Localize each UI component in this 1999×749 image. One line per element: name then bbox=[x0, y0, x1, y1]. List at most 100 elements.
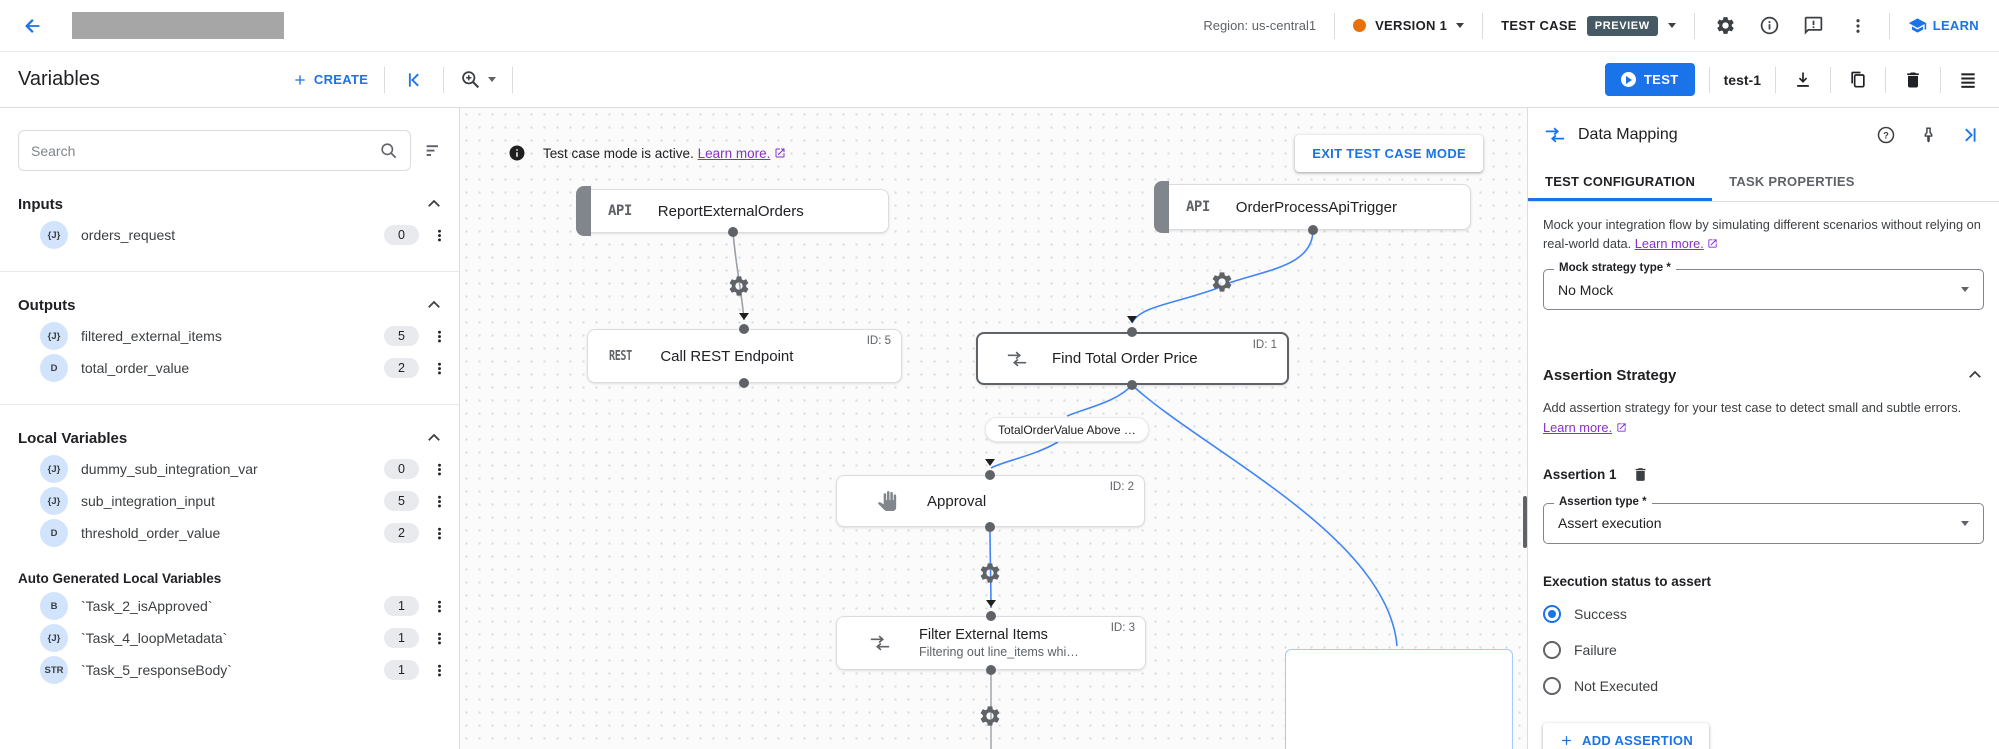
chevron-up-icon[interactable] bbox=[1966, 366, 1984, 384]
version-selector[interactable]: VERSION 1 bbox=[1353, 18, 1465, 33]
add-assertion-button[interactable]: ADD ASSERTION bbox=[1543, 722, 1710, 749]
test-case-selector[interactable]: TEST CASE PREVIEW bbox=[1501, 15, 1676, 36]
connector-dot[interactable] bbox=[1127, 380, 1137, 390]
tab-test-configuration[interactable]: TEST CONFIGURATION bbox=[1528, 162, 1713, 201]
variable-row[interactable]: {J} filtered_external_items 5 bbox=[0, 320, 459, 352]
info-icon bbox=[509, 145, 525, 161]
chevron-up-icon[interactable] bbox=[425, 296, 443, 314]
learn-button[interactable]: LEARN bbox=[1908, 16, 1979, 35]
connector-dot[interactable] bbox=[986, 665, 996, 675]
node-placeholder-frame[interactable] bbox=[1285, 649, 1513, 749]
connector-dot[interactable] bbox=[986, 611, 996, 621]
variable-row[interactable]: B `Task_2_isApproved` 1 bbox=[0, 590, 459, 622]
assertion-learn-more-link[interactable]: Learn more. bbox=[1543, 420, 1612, 436]
zoom-control[interactable] bbox=[460, 69, 497, 90]
delete-button[interactable] bbox=[1900, 67, 1926, 93]
divider bbox=[1830, 66, 1831, 93]
connector-dot[interactable] bbox=[985, 470, 995, 480]
sort-icon[interactable] bbox=[424, 140, 445, 161]
radio-option-failure[interactable]: Failure bbox=[1543, 639, 1984, 661]
back-button[interactable] bbox=[20, 13, 46, 39]
node-approval[interactable]: Approval ID: 2 bbox=[836, 475, 1145, 527]
info-button[interactable] bbox=[1757, 13, 1783, 39]
feedback-button[interactable] bbox=[1801, 13, 1827, 39]
connector-dot[interactable] bbox=[739, 324, 749, 334]
connector-dot[interactable] bbox=[728, 227, 738, 237]
connector-dot[interactable] bbox=[1308, 225, 1318, 235]
connector-dot[interactable] bbox=[1127, 327, 1137, 337]
radio-button[interactable] bbox=[1543, 640, 1561, 659]
variable-menu-button[interactable] bbox=[431, 462, 447, 477]
node-title: Call REST Endpoint bbox=[660, 347, 794, 365]
mock-strategy-select[interactable]: Mock strategy type * No Mock bbox=[1543, 262, 1984, 311]
node-title: ReportExternalOrders bbox=[657, 202, 804, 220]
chevron-up-icon[interactable] bbox=[425, 195, 443, 213]
exit-test-case-mode-button[interactable]: EXIT TEST CASE MODE bbox=[1295, 135, 1483, 172]
settings-button[interactable] bbox=[1713, 13, 1739, 39]
mock-learn-more-link[interactable]: Learn more. bbox=[1634, 236, 1704, 252]
variable-menu-button[interactable] bbox=[431, 526, 447, 541]
edge-settings-gear-icon[interactable] bbox=[727, 274, 751, 298]
divider bbox=[512, 66, 514, 93]
chevron-up-icon[interactable] bbox=[425, 429, 443, 447]
variable-name: `Task_2_isApproved` bbox=[81, 598, 213, 614]
help-button[interactable]: ? bbox=[1873, 122, 1899, 148]
collapse-panel-button[interactable] bbox=[401, 67, 427, 93]
node-filter-external-items[interactable]: Filter External Items Filtering out line… bbox=[836, 616, 1146, 670]
create-variable-button[interactable]: CREATE bbox=[292, 72, 368, 88]
edge-settings-gear-icon[interactable] bbox=[978, 561, 1002, 585]
collapse-left-icon bbox=[409, 72, 420, 87]
variable-row[interactable]: {J} sub_integration_input 5 bbox=[0, 485, 459, 517]
variable-menu-button[interactable] bbox=[431, 329, 447, 344]
variable-menu-button[interactable] bbox=[431, 361, 447, 376]
svg-text:?: ? bbox=[1883, 130, 1889, 140]
edge-settings-gear-icon[interactable] bbox=[978, 704, 1002, 728]
node-find-total-order-price[interactable]: Find Total Order Price ID: 1 bbox=[976, 332, 1289, 385]
variable-row[interactable]: {J} orders_request 0 bbox=[0, 219, 459, 251]
search-input[interactable] bbox=[31, 142, 379, 159]
variable-row[interactable]: {J} dummy_sub_integration_var 0 bbox=[0, 453, 459, 485]
usage-count-badge: 5 bbox=[384, 326, 419, 346]
variable-menu-button[interactable] bbox=[431, 631, 447, 646]
variable-row[interactable]: D total_order_value 2 bbox=[0, 352, 459, 384]
radio-option-not-executed[interactable]: Not Executed bbox=[1543, 675, 1984, 697]
mock-strategy-label: Mock strategy type * bbox=[1554, 262, 1676, 275]
canvas-scrollbar-thumb[interactable] bbox=[1523, 496, 1527, 548]
tab-task-properties[interactable]: TASK PROPERTIES bbox=[1729, 173, 1855, 189]
variable-menu-button[interactable] bbox=[431, 663, 447, 678]
variable-row[interactable]: D threshold_order_value 2 bbox=[0, 517, 459, 549]
variable-row[interactable]: STR `Task_5_responseBody` 1 bbox=[0, 654, 459, 686]
test-button[interactable]: TEST bbox=[1604, 63, 1695, 96]
radio-label: Success bbox=[1574, 605, 1627, 622]
download-button[interactable] bbox=[1790, 67, 1816, 93]
radio-option-success[interactable]: Success bbox=[1543, 603, 1984, 625]
collapse-panel-right-button[interactable] bbox=[1957, 122, 1983, 148]
assertion-type-select[interactable]: Assertion type * Assert execution bbox=[1543, 495, 1984, 544]
assertion-description: Add assertion strategy for your test cas… bbox=[1543, 400, 1962, 416]
edge-settings-gear-icon[interactable] bbox=[1210, 270, 1234, 294]
pin-button[interactable] bbox=[1915, 122, 1941, 148]
connector-dot[interactable] bbox=[739, 378, 749, 388]
flow-canvas[interactable]: Test case mode is active. Learn more. EX… bbox=[460, 108, 1527, 749]
more-options-button[interactable] bbox=[1845, 13, 1871, 39]
edge-condition-label[interactable]: TotalOrderValue Above … bbox=[985, 417, 1149, 442]
banner-learn-more-link[interactable]: Learn more. bbox=[697, 145, 771, 161]
section-inputs-header[interactable]: Inputs bbox=[0, 171, 459, 219]
radio-button[interactable] bbox=[1543, 676, 1561, 695]
radio-button[interactable] bbox=[1543, 604, 1561, 623]
node-order-process-api-trigger[interactable]: API OrderProcessApiTrigger bbox=[1154, 181, 1471, 233]
variable-menu-button[interactable] bbox=[431, 599, 447, 614]
node-call-rest-endpoint[interactable]: REST Call REST Endpoint ID: 5 bbox=[587, 329, 902, 383]
search-box[interactable] bbox=[18, 130, 411, 171]
copy-button[interactable] bbox=[1845, 67, 1871, 93]
connector-dot[interactable] bbox=[985, 522, 995, 532]
variable-menu-button[interactable] bbox=[431, 228, 447, 243]
plus-icon bbox=[1562, 736, 1571, 745]
usage-count-badge: 0 bbox=[384, 459, 419, 479]
variable-menu-button[interactable] bbox=[431, 494, 447, 509]
delete-assertion-button[interactable] bbox=[1631, 465, 1651, 485]
variable-row[interactable]: {J} `Task_4_loopMetadata` 1 bbox=[0, 622, 459, 654]
log-list-button[interactable] bbox=[1955, 67, 1981, 93]
section-outputs-header[interactable]: Outputs bbox=[0, 272, 459, 320]
section-locals-header[interactable]: Local Variables bbox=[0, 405, 459, 453]
